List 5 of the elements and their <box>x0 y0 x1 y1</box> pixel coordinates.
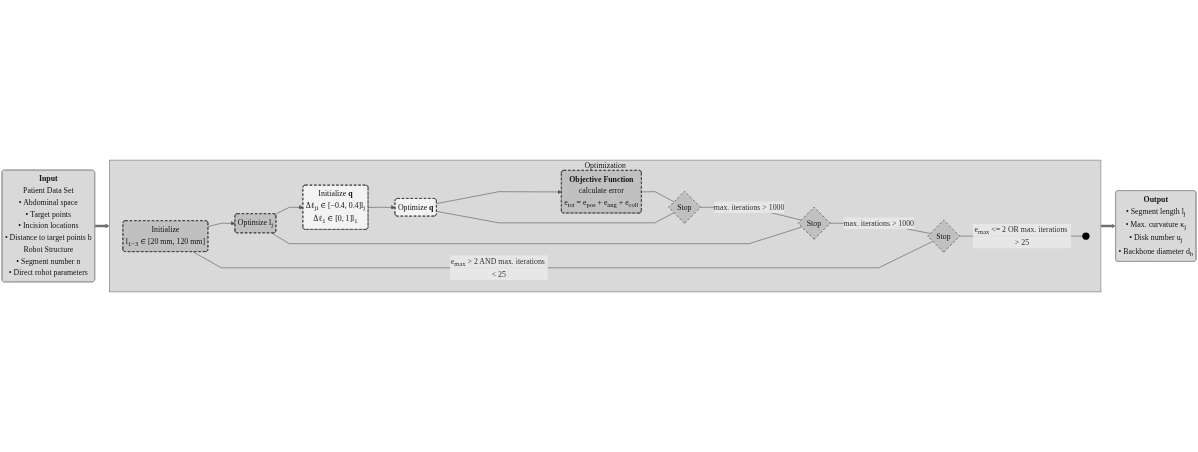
connector <box>641 191 675 203</box>
connector <box>271 226 803 244</box>
node-circle <box>1082 232 1090 240</box>
arrow <box>1100 223 1116 229</box>
connector <box>436 211 675 224</box>
